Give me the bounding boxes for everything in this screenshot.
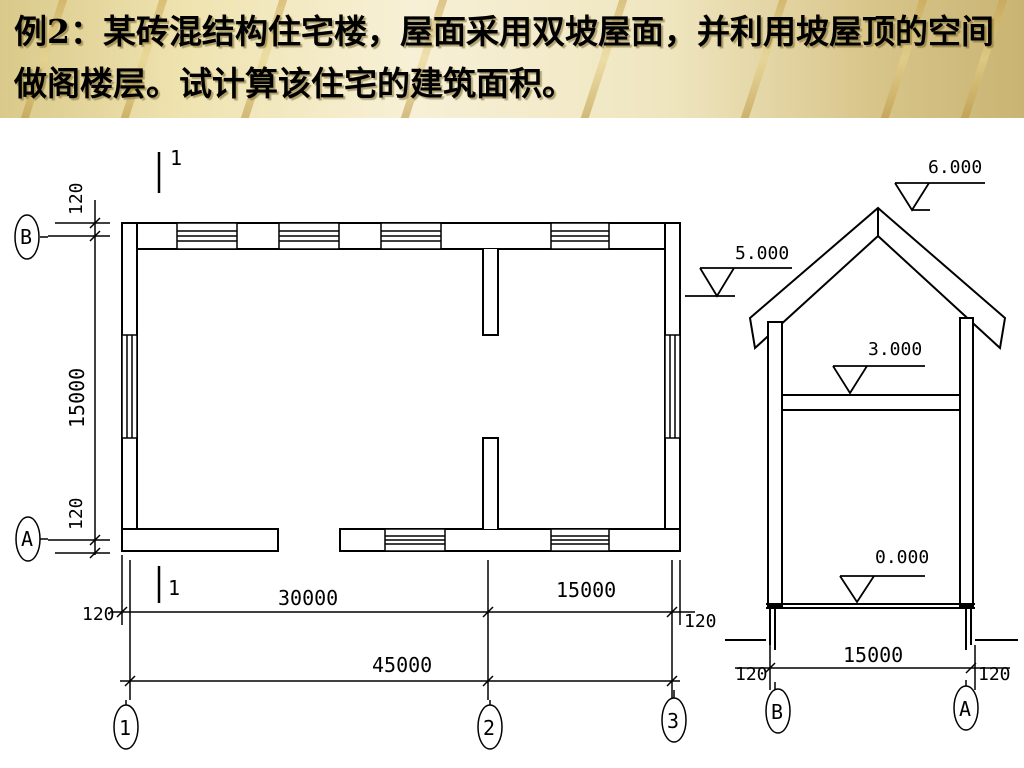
axis-label-A-section: A: [959, 697, 971, 721]
section-dim-left-wall: 120: [735, 664, 768, 685]
slide-header: 例2：某砖混结构住宅楼，屋面采用双坡屋面，并利用坡屋顶的空间做阁楼层。试计算该住…: [0, 0, 1024, 118]
elev-ground-label: 0.000: [875, 547, 929, 568]
axis-bubbles-section: [765, 680, 979, 734]
section-view: [685, 182, 1018, 734]
floor-plan: [14, 152, 695, 750]
window-right: [664, 334, 681, 439]
elevation-attic: [832, 365, 925, 395]
interior-partition: [482, 249, 499, 529]
section-mark-bottom: 1: [168, 576, 180, 600]
bottom-horizontal-dimensions: [110, 555, 695, 700]
section-dim-width: 15000: [843, 643, 903, 667]
dim-bottom-wall: 120: [66, 497, 87, 530]
axis-label-1: 1: [119, 716, 131, 740]
windows: [121, 222, 681, 552]
axis-label-3: 3: [667, 709, 679, 733]
dim-total: 45000: [372, 653, 432, 677]
window-top-4: [550, 222, 610, 250]
elev-attic-label: 3.000: [868, 339, 922, 360]
axis-label-A-plan: A: [21, 527, 33, 551]
roof: [748, 206, 1007, 350]
dim-top-wall: 120: [66, 182, 87, 215]
window-top-2: [278, 222, 340, 250]
exterior-walls: [121, 222, 681, 552]
dim-left-wall: 120: [82, 604, 115, 625]
section-dim-right-wall: 120: [978, 664, 1011, 685]
slide-title: 例2：某砖混结构住宅楼，屋面采用双坡屋面，并利用坡屋顶的空间做阁楼层。试计算该住…: [14, 12, 994, 103]
attic-floor-slab: [781, 394, 961, 411]
ground-floor: [725, 603, 1018, 641]
section-labels: 6.000 5.000 3.000 0.000 120 15000 120 B …: [735, 157, 1011, 724]
elevation-ridge: [894, 182, 985, 212]
axis-label-2: 2: [483, 716, 495, 740]
elev-eave-label: 5.000: [735, 243, 789, 264]
axis-bubbles-plan: [14, 214, 687, 750]
window-top-1: [176, 222, 238, 250]
dim-right-wall: 120: [684, 611, 717, 632]
dim-depth: 15000: [65, 368, 89, 428]
window-top-3: [380, 222, 442, 250]
plan-labels: 1 1 120 15000 120 B A 120 30000 15000 12…: [20, 146, 717, 740]
window-bottom-2: [550, 528, 610, 552]
axis-label-B-plan: B: [20, 225, 32, 249]
window-bottom-1: [384, 528, 446, 552]
elev-ridge-label: 6.000: [928, 157, 982, 178]
window-left: [121, 334, 138, 439]
section-mark-top: 1: [170, 146, 182, 170]
drawing: 1 1 120 15000 120 B A 120 30000 15000 12…: [14, 146, 1018, 750]
elevation-ground: [839, 575, 925, 604]
section-dimension: [735, 645, 1010, 690]
left-vertical-dimension: [48, 200, 110, 559]
dim-span-1-2: 30000: [278, 586, 338, 610]
axis-label-B-section: B: [771, 700, 783, 724]
section-walls: [767, 317, 974, 650]
elevation-eave: [685, 267, 792, 298]
dim-span-2-3: 15000: [556, 578, 616, 602]
